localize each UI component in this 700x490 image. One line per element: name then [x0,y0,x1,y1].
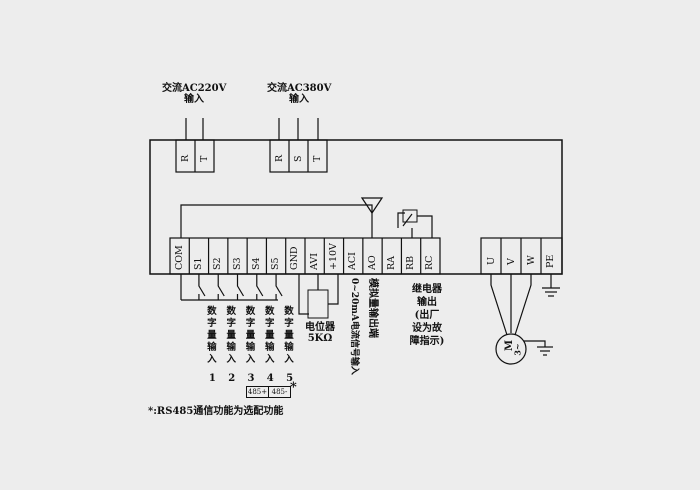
control-terminal-s3: S3 [231,257,243,270]
control-terminal-10v: +10V [327,243,339,270]
motor-wire-w [514,274,532,336]
terminal-block-380 [269,139,328,173]
footnote: *:RS485通信功能为选配功能 [148,406,284,417]
digital-input-number: 2 [228,373,236,384]
digital-input-number: 5 [286,373,294,384]
terminal-u: U [486,256,497,265]
control-terminal-rc: RC [424,255,436,270]
digital-input-caption: 数字量输入 [245,306,256,365]
digital-input-caption: 数字量输入 [207,306,217,365]
rs485-tag-plus: 485+ [246,386,269,398]
control-terminal-com: COM [173,245,185,270]
digital-input-number: 3 [247,373,255,384]
control-terminal-rb: RB [405,255,417,270]
digital-input-caption: 数字量输入 [265,306,275,365]
control-terminal-s1: S1 [192,257,204,270]
digital-input-caption: 数字量输入 [226,306,236,365]
digital-input-switch [256,274,264,297]
relay-output-label: 继电器 输出 (出厂 设为故 障指示) [409,284,445,347]
digital-input-switch [236,274,245,297]
terminal-s-380: S [293,155,304,162]
relay-symbol [397,212,405,228]
terminal-r-220: R [180,154,191,162]
rs485-tag-minus: 485- [268,386,291,398]
supply-220-label: 交流AC220V 输入 [162,83,227,105]
control-terminal-ao: AO [366,255,378,270]
ao-output-label: 模拟量输出端 [367,278,378,338]
motor-phases: 3~ [512,343,523,356]
supply-380-label: 交流AC380V 输入 [267,83,332,105]
rs485-asterisk: * [290,380,297,395]
control-terminal-s2: S2 [212,257,224,270]
terminal-r-380: R [274,154,285,162]
terminal-pe: PE [545,254,556,268]
digital-input-switch [217,274,225,297]
control-terminal-avi: AVI [308,252,320,270]
terminal-t-220: T [199,155,210,162]
control-terminal-ra: RA [385,255,397,270]
digital-input-switch [198,274,206,297]
digital-input-number: 1 [208,373,216,384]
control-terminal-s4: S4 [250,257,262,270]
control-terminal-gnd: GND [289,246,301,270]
potentiometer-symbol [307,289,329,319]
com-loop-wire [180,204,373,238]
motor-wire-u [490,274,508,336]
motor-symbol [495,333,527,365]
control-terminal-aci: ACI [347,252,359,270]
digital-input-switch [275,274,283,297]
terminal-w: W [526,255,537,265]
aci-signal-label: 0~20mA电流信号输入 [349,278,359,375]
antenna-symbol [360,197,384,215]
terminal-v: V [506,258,517,265]
terminal-t-380: T [312,155,323,162]
digital-input-number: 4 [266,373,274,384]
digital-input-caption: 数字量输入 [284,306,294,365]
potentiometer-label: 电位器 5KΩ [305,322,335,344]
control-terminal-s5: S5 [270,257,282,270]
